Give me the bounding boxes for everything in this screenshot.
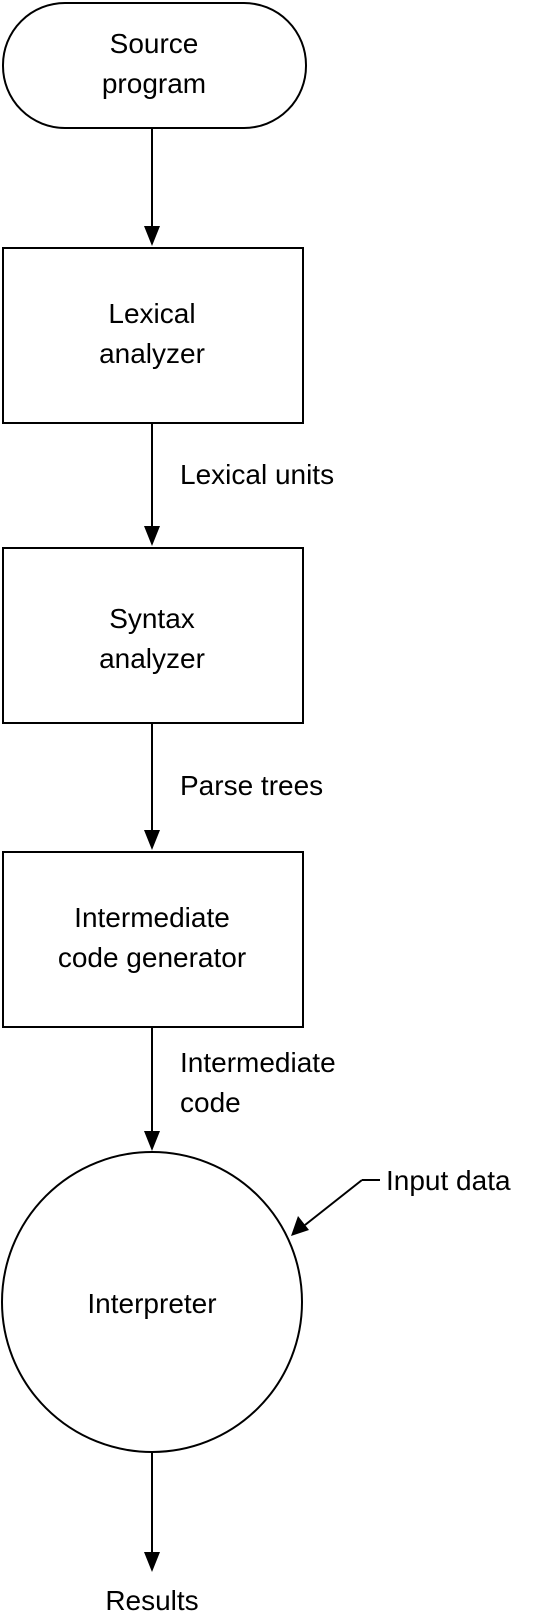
syntax-analyzer-label-line2: analyzer xyxy=(99,643,205,674)
syntax-analyzer-box xyxy=(2,547,304,724)
arrowhead-icon xyxy=(144,1131,160,1151)
node-interpreter: Interpreter xyxy=(1,1151,303,1453)
arrowhead-icon xyxy=(291,1216,309,1236)
edge-label-parse-trees: Parse trees xyxy=(180,770,323,801)
arrowhead-icon xyxy=(144,526,160,546)
intermediate-code-generator-label-line2: code generator xyxy=(58,942,246,973)
source-program-label-line2: program xyxy=(102,68,206,99)
edge-icg-to-interpreter: Intermediate code xyxy=(144,1027,336,1151)
edge-syntax-to-icg: Parse trees xyxy=(144,723,323,850)
edge-input-data-line xyxy=(304,1179,363,1226)
intermediate-code-generator-label-line1: Intermediate xyxy=(74,902,230,933)
arrowhead-icon xyxy=(144,830,160,850)
node-source-program: Source program xyxy=(2,2,307,129)
lexical-analyzer-label-line2: analyzer xyxy=(99,338,205,369)
interpreter-label: Interpreter xyxy=(87,1288,216,1319)
node-lexical-analyzer: Lexical analyzer xyxy=(2,247,304,424)
lexical-analyzer-label-line1: Lexical xyxy=(108,298,195,329)
results-label: Results xyxy=(105,1585,198,1616)
intermediate-code-generator-box xyxy=(2,851,304,1028)
edge-source-to-lexical xyxy=(144,128,160,246)
edge-label-intermediate-code-line1: Intermediate xyxy=(180,1047,336,1078)
arrowhead-icon xyxy=(144,1552,160,1572)
edge-label-input-data: Input data xyxy=(386,1165,511,1196)
edge-label-intermediate-code-line2: code xyxy=(180,1087,241,1118)
edge-label-lexical-units: Lexical units xyxy=(180,459,334,490)
source-program-label-line1: Source xyxy=(110,28,199,59)
arrowhead-icon xyxy=(144,226,160,246)
lexical-analyzer-box xyxy=(2,247,304,424)
edge-lexical-to-syntax: Lexical units xyxy=(144,423,334,546)
node-syntax-analyzer: Syntax analyzer xyxy=(2,547,304,724)
edge-interpreter-to-results xyxy=(144,1452,160,1572)
syntax-analyzer-label-line1: Syntax xyxy=(109,603,195,634)
source-program-shape xyxy=(2,2,307,129)
node-intermediate-code-generator: Intermediate code generator xyxy=(2,851,304,1028)
edge-input-data: Input data xyxy=(291,1165,511,1236)
